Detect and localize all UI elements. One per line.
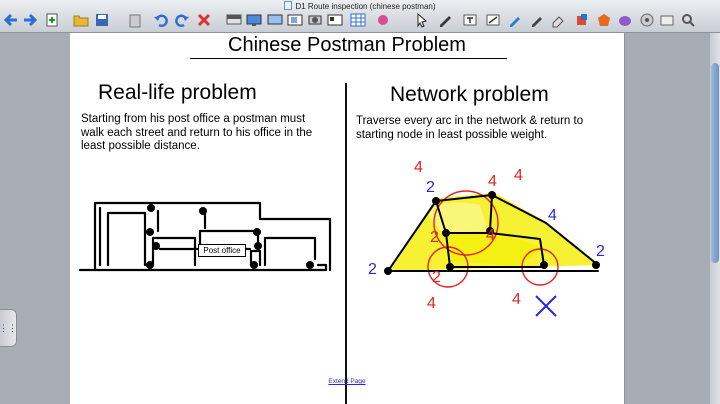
left-description: Starting from his post office a postman … — [81, 113, 313, 152]
weight-label: 2 — [596, 243, 605, 260]
magic-pen-icon[interactable] — [375, 12, 391, 28]
network-graph-sketch — [384, 190, 600, 317]
capture-icon[interactable] — [287, 12, 303, 28]
document-icon — [284, 1, 293, 10]
left-heading: Real-life problem — [98, 81, 257, 104]
weight-label: 4 — [486, 227, 495, 244]
post-office-label: Post office — [198, 244, 246, 257]
weight-label: 2 — [432, 269, 441, 286]
eraser-icon[interactable] — [550, 12, 566, 28]
left-panel: ⋮⋮ — [0, 33, 70, 404]
weight-label: 4 — [514, 167, 523, 184]
title-underline — [190, 58, 507, 59]
shape-icon[interactable] — [596, 12, 612, 28]
text-tool-icon[interactable] — [462, 12, 478, 28]
window-title-text: D1 Route inspection (chinese postman) — [295, 2, 436, 11]
forward-arrow-icon[interactable] — [22, 12, 38, 28]
highlighter-icon[interactable] — [529, 12, 545, 28]
weight-label: 4 — [488, 173, 497, 190]
creative-pen-icon[interactable] — [507, 12, 523, 28]
back-arrow-icon[interactable] — [3, 12, 19, 28]
undo-icon[interactable] — [153, 12, 169, 28]
page-title: Chinese Postman Problem — [228, 34, 466, 56]
side-tab-handle[interactable]: ⋮⋮ — [0, 309, 17, 347]
redo-icon[interactable] — [174, 12, 190, 28]
line-tool-icon[interactable] — [485, 12, 501, 28]
scrollbar-thumb[interactable] — [711, 63, 719, 263]
display-icon[interactable] — [267, 12, 283, 28]
fill-icon[interactable] — [574, 12, 590, 28]
right-heading: Network problem — [390, 83, 549, 106]
weight-label: 4 — [548, 207, 557, 224]
weight-label: 2 — [430, 229, 439, 246]
table-icon[interactable] — [350, 12, 366, 28]
delete-icon[interactable] — [196, 12, 212, 28]
window-titlebar: D1 Route inspection (chinese postman) — [0, 0, 720, 33]
color-icon[interactable] — [639, 12, 655, 28]
add-page-icon[interactable] — [44, 12, 60, 28]
open-folder-icon[interactable] — [73, 12, 89, 28]
line-style-icon[interactable] — [659, 12, 675, 28]
capture-area-icon[interactable] — [327, 12, 343, 28]
record-icon[interactable] — [307, 12, 323, 28]
full-screen-icon[interactable] — [246, 12, 262, 28]
window-title: D1 Route inspection (chinese postman) — [0, 1, 720, 11]
pen-icon[interactable] — [437, 12, 453, 28]
right-panel — [624, 33, 720, 404]
select-icon[interactable] — [414, 12, 430, 28]
weight-label: 4 — [414, 159, 423, 176]
column-divider — [345, 83, 347, 404]
paste-icon[interactable] — [127, 12, 143, 28]
extend-page-link[interactable]: Extend Page — [328, 378, 366, 385]
search-icon[interactable] — [680, 12, 696, 28]
weight-label: 2 — [368, 261, 377, 278]
vertical-scrollbar[interactable] — [710, 33, 720, 404]
properties-icon[interactable] — [617, 12, 633, 28]
weight-label: 2 — [426, 179, 435, 196]
save-icon[interactable] — [94, 12, 110, 28]
screen-shade-icon[interactable] — [226, 12, 242, 28]
weight-label: 4 — [427, 295, 436, 312]
weight-label: 4 — [512, 291, 521, 308]
whiteboard-page[interactable]: Chinese Postman Problem Real-life proble… — [70, 33, 624, 404]
right-description: Traverse every arc in the network & retu… — [356, 115, 584, 141]
